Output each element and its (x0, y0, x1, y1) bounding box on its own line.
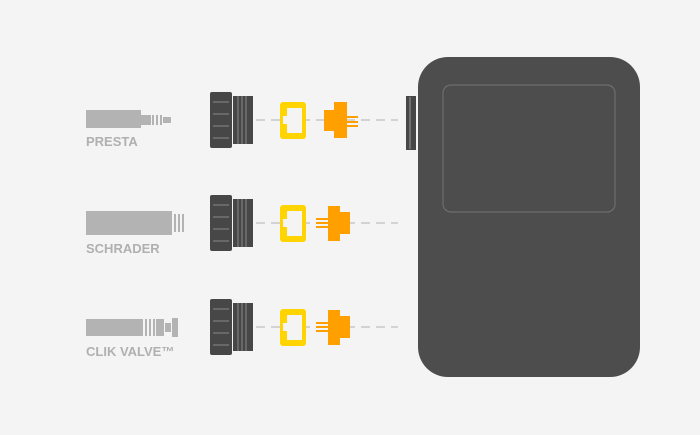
adapter-cap-icon (210, 195, 253, 251)
valve-segment (156, 319, 164, 336)
valve-rib (160, 115, 162, 125)
valve-tip (163, 117, 171, 123)
cap-thread (233, 199, 253, 247)
insert-slot (287, 211, 302, 219)
cap-knurled (210, 195, 232, 251)
valve-rib (149, 319, 151, 336)
adapter-pin (316, 222, 328, 224)
insert-slot (287, 331, 302, 340)
valve-rib (156, 115, 158, 125)
valve-rib (174, 214, 176, 232)
valve-body (86, 211, 172, 235)
row-presta (86, 92, 398, 148)
valve-tip (172, 318, 178, 337)
valve-rib (178, 214, 180, 232)
adapter-pin (347, 121, 358, 123)
device-body (418, 57, 640, 377)
label-clik-valve: CLIK VALVE™ (86, 344, 174, 359)
insert-slot (287, 124, 302, 133)
row-clik (86, 299, 398, 355)
orange-adapter-icon (324, 102, 358, 138)
cap-knurled (210, 299, 232, 355)
valve-rib (182, 214, 184, 232)
adapter-body (328, 310, 340, 345)
yellow-insert-icon (280, 102, 306, 139)
adapter-body (328, 206, 340, 241)
yellow-insert-icon (280, 205, 306, 242)
adapter-cap-icon (210, 299, 253, 355)
valve-stem (141, 115, 151, 125)
orange-adapter-icon (316, 206, 350, 241)
schrader-valve-icon (86, 211, 184, 235)
cap-knurled (210, 92, 232, 148)
adapter-flange (340, 212, 350, 234)
orange-adapter-icon (316, 310, 350, 345)
cap-thread (233, 96, 253, 144)
device-port (406, 96, 416, 150)
cap-thread (233, 303, 253, 351)
valve-rib (153, 319, 155, 336)
valve-rib (145, 319, 147, 336)
adapter-pin (347, 116, 358, 118)
valve-body (86, 110, 141, 128)
insert-slot (287, 108, 302, 116)
device-screen (442, 84, 616, 213)
insert-slot (283, 323, 302, 331)
label-schrader: SCHRADER (86, 241, 160, 256)
valve-body (86, 319, 143, 336)
label-presta: PRESTA (86, 134, 138, 149)
adapter-pin (316, 330, 328, 332)
adapter-cap-icon (210, 92, 253, 148)
presta-valve-icon (86, 110, 171, 128)
pump-device (406, 57, 640, 377)
valve-neck (165, 323, 171, 332)
adapter-pin (316, 218, 328, 220)
adapter-pin (316, 326, 328, 328)
valve-rib (152, 115, 154, 125)
adapter-body (334, 102, 347, 138)
insert-slot (287, 315, 302, 323)
insert-slot (287, 227, 302, 236)
row-schrader (86, 195, 398, 251)
insert-slot (283, 219, 302, 227)
adapter-pin (316, 322, 328, 324)
adapter-pin (316, 226, 328, 228)
adapter-flange (324, 110, 334, 131)
yellow-insert-icon (280, 309, 306, 346)
adapter-flange (340, 316, 350, 338)
insert-slot (283, 116, 302, 124)
adapter-pin (347, 125, 358, 127)
clik-valve-icon (86, 318, 178, 337)
